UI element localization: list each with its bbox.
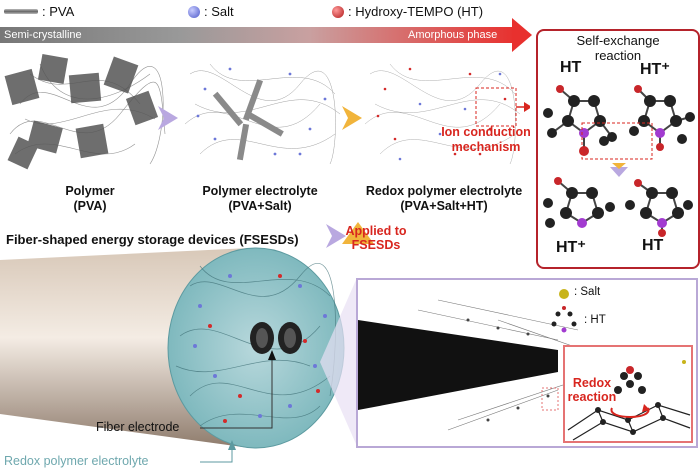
stage-electrolyte-title: Polymer electrolyte	[202, 184, 318, 198]
ht-sphere-icon	[332, 5, 344, 18]
stage-polymer-label: Polymer (PVA)	[30, 184, 150, 214]
redox-line2: reaction	[567, 390, 617, 404]
applied-line2: FSESDs	[351, 238, 401, 252]
zoom-salt-label: : Salt	[574, 286, 601, 298]
ion-conduction-line2: mechanism	[451, 140, 521, 154]
zoom-panel: : Salt : HT Redox reaction	[356, 278, 698, 448]
stage-polymer-sub: (PVA)	[73, 199, 107, 213]
legend-ht-label: : Hydroxy-TEMPO (HT)	[348, 4, 484, 19]
arrow-2-icon	[342, 106, 362, 130]
pva-rod-icon	[4, 9, 38, 14]
fiber-electrode-core	[250, 322, 302, 354]
amorphous-label: Amorphous phase	[408, 29, 498, 41]
legend-pva-label: : PVA	[42, 4, 75, 19]
redox-arrow-icon	[610, 407, 650, 418]
zoom-connector	[320, 280, 356, 444]
ht-bottom-right-label: HT	[642, 237, 664, 254]
stage-redox-label: Redox polymer electrolyte (PVA+Salt+HT)	[352, 184, 536, 214]
redox-reaction-label: Redox reaction	[564, 376, 620, 404]
self-exchange-box: Self-exchange reaction HT HT⁺ HT⁺ HT	[536, 29, 700, 269]
self-exchange-title-line2: reaction	[594, 48, 642, 63]
fiber-electrode-label: Fiber electrode	[96, 420, 180, 434]
salt-sphere-icon	[188, 5, 200, 18]
applied-arrows-icon	[326, 222, 374, 248]
arrow-1-icon	[158, 106, 178, 130]
fsesd-title: Fiber-shaped energy storage devices (FSE…	[6, 232, 299, 247]
ion-conduction-label: Ion conduction mechanism	[436, 125, 536, 155]
exchange-arrow-icon	[610, 167, 628, 177]
stage-illustrations	[4, 53, 530, 170]
self-exchange-title-line1: Self-exchange	[576, 33, 660, 48]
self-exchange-molecules	[543, 85, 695, 237]
ht-legend-molecule-icon	[551, 306, 577, 333]
redox-electrolyte-label: Redox polymer electrolyte	[4, 454, 149, 468]
stage-polymer-title: Polymer	[65, 184, 115, 198]
ion-conduction-line1: Ion conduction	[441, 125, 531, 139]
stage-redox-sub: (PVA+Salt+HT)	[400, 199, 488, 213]
fiber-device-illustration	[0, 247, 345, 463]
ht-plus-top-right-label: HT⁺	[640, 61, 670, 78]
phase-gradient-bar	[0, 27, 516, 43]
polymer-pva-illustration	[4, 53, 166, 170]
legend-pva: : PVA	[4, 4, 74, 19]
zoom-fiber-cone	[358, 320, 558, 410]
redox-polymer-electrolyte-illustration	[364, 63, 530, 165]
applied-to-fsesd-label: Applied to FSESDs	[336, 224, 416, 252]
polymer-electrolyte-illustration	[184, 63, 341, 165]
semi-crystalline-label: Semi-crystalline	[4, 29, 82, 41]
zoom-ht-label: : HT	[584, 314, 606, 326]
legend-salt-label: : Salt	[204, 4, 234, 19]
applied-line1: Applied to	[345, 224, 407, 238]
redox-reaction-inset	[563, 345, 693, 443]
stage-electrolyte-sub: (PVA+Salt)	[228, 199, 292, 213]
phase-arrow-icon	[512, 18, 532, 52]
salt-legend-sphere-icon	[559, 289, 569, 299]
redox-line1: Redox	[572, 376, 612, 390]
ht-plus-bottom-left-label: HT⁺	[556, 239, 586, 256]
stage-redox-title: Redox polymer electrolyte	[365, 184, 523, 198]
self-exchange-title: Self-exchange reaction	[538, 33, 698, 63]
ht-top-left-label: HT	[560, 59, 582, 76]
legend-ht: : Hydroxy-TEMPO (HT)	[332, 4, 483, 19]
legend-salt: : Salt	[188, 4, 234, 19]
stage-electrolyte-label: Polymer electrolyte (PVA+Salt)	[180, 184, 340, 214]
zoom-panel-illustration	[358, 289, 693, 443]
